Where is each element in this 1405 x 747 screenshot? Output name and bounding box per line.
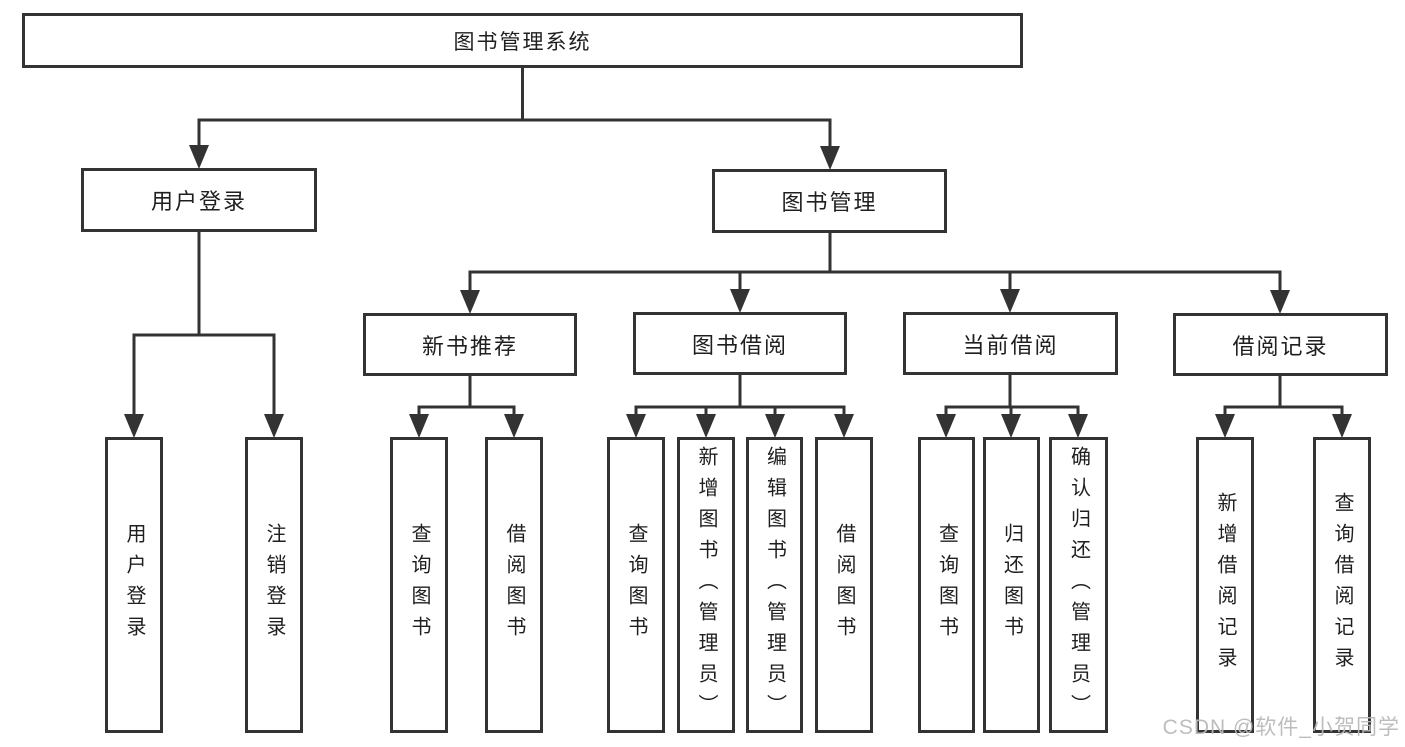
leaf-return-books: 归还图书 [983,437,1040,733]
leaf-query-books-current: 查询图书 [918,437,975,733]
leaf-query-books-recommend: 查询图书 [390,437,448,733]
csdn-watermark: CSDN @软件_小贺同学 [1162,716,1400,739]
leaf-confirm-return-admin: 确认归还（管理员） [1049,437,1108,733]
node-library-management-system: 图书管理系统 [22,13,1023,68]
node-new-book-recommendation: 新书推荐 [363,313,577,376]
leaf-add-borrow-record: 新增借阅记录 [1196,437,1254,733]
node-user-login: 用户登录 [81,168,317,232]
node-borrowing-records: 借阅记录 [1173,313,1388,376]
leaf-borrow-books: 借阅图书 [815,437,873,733]
leaf-query-borrow-record: 查询借阅记录 [1313,437,1371,733]
leaf-edit-books-admin: 编辑图书（管理员） [746,437,803,733]
leaf-user-login: 用户登录 [105,437,163,733]
node-book-management: 图书管理 [712,169,947,233]
leaf-query-books-borrowing: 查询图书 [607,437,665,733]
leaf-borrow-books-recommend: 借阅图书 [485,437,543,733]
leaf-add-books-admin: 新增图书（管理员） [677,437,735,733]
leaf-logout: 注销登录 [245,437,303,733]
arrowheads [124,145,1352,438]
node-current-borrowing: 当前借阅 [903,312,1118,375]
node-book-borrowing: 图书借阅 [633,312,847,375]
